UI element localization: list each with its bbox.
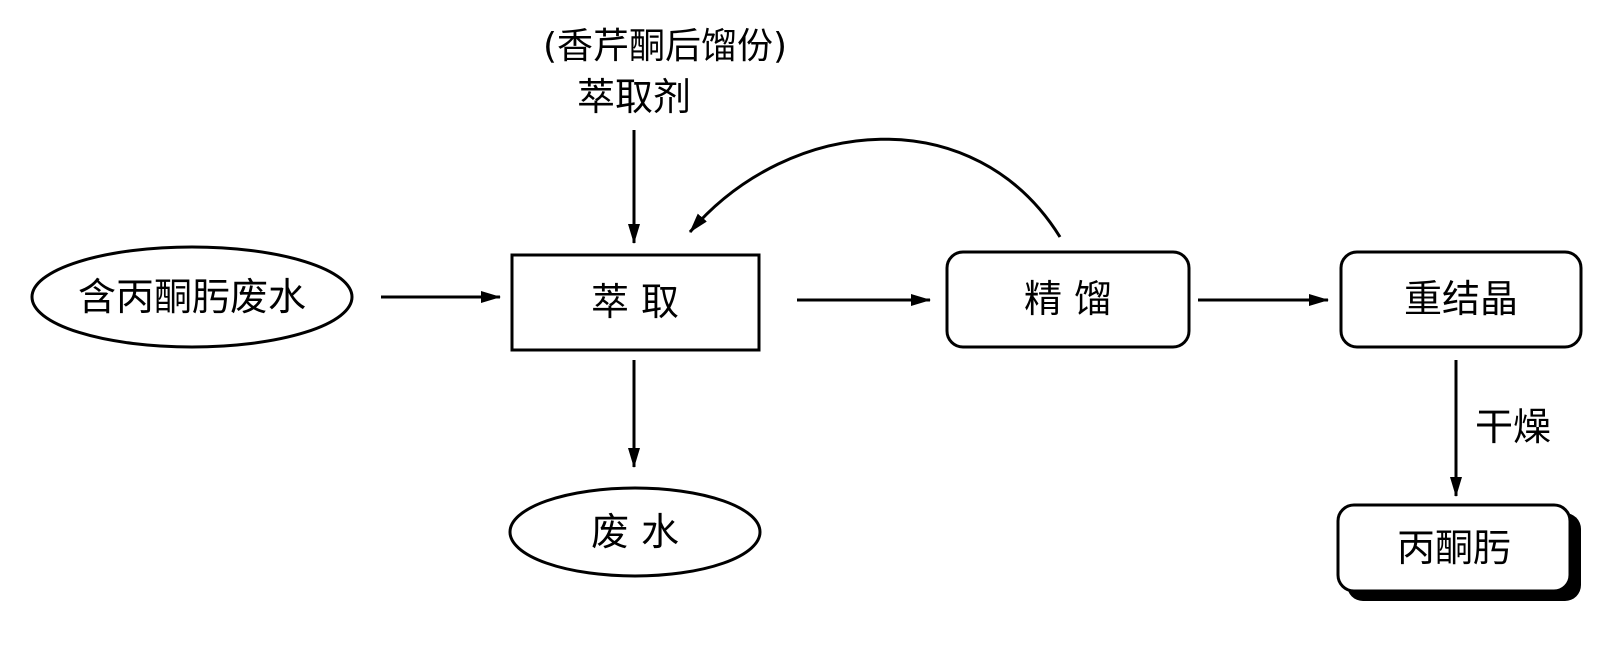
wastewater-in-label: 含丙酮肟废水 <box>78 275 306 319</box>
node-extraction: 萃 取 <box>510 253 761 352</box>
arrow-recycle-distillation-to-extraction <box>688 137 1062 238</box>
extraction-label: 萃 取 <box>591 280 679 324</box>
waste-water-out-label: 废 水 <box>591 510 679 554</box>
node-distillation: 精 馏 <box>945 250 1191 349</box>
product-label: 丙酮肟 <box>1397 526 1511 570</box>
node-wastewater-in: 含丙酮肟废水 <box>30 245 354 349</box>
node-product: 丙酮肟 <box>1336 503 1581 601</box>
node-recrystallization: 重结晶 <box>1339 250 1583 349</box>
extractant-note-label: (香芹酮后馏份) <box>543 26 787 67</box>
extractant-label: 萃取剂 <box>577 75 691 119</box>
drying-label: 干燥 <box>1475 405 1551 449</box>
distillation-label: 精 馏 <box>1024 277 1112 321</box>
node-waste-water-out: 废 水 <box>508 486 762 578</box>
recrystallization-label: 重结晶 <box>1404 277 1518 321</box>
